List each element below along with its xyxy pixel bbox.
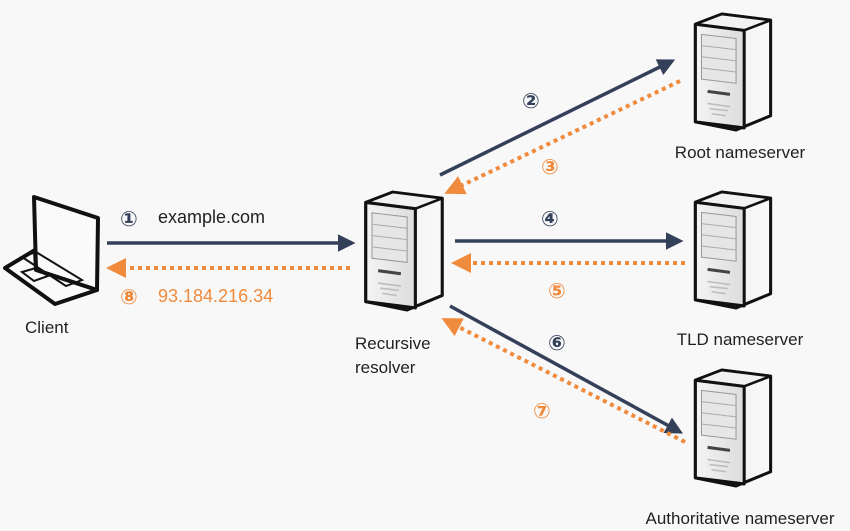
arrow-step-6 [449, 304, 684, 434]
step-3-number: ③ [541, 156, 559, 179]
resolver-label-line2: resolver [355, 358, 416, 377]
step-4-number: ④ [541, 208, 559, 231]
step-1-number: ① [120, 208, 138, 231]
step-1-query-label: example.com [158, 207, 265, 227]
arrow-step-2 [439, 59, 676, 177]
authoritative-nameserver-label: Authoritative nameserver [646, 509, 835, 528]
step-2-number: ② [522, 90, 540, 113]
laptop-icon [3, 195, 100, 306]
resolver-server-icon [364, 190, 444, 312]
root-server-icon [693, 12, 773, 132]
tld-server-icon [693, 190, 773, 310]
authoritative-server-icon [693, 368, 773, 488]
arrow-step-7 [441, 318, 686, 444]
step-5-number: ⑤ [548, 280, 566, 303]
step-8-answer-label: 93.184.216.34 [158, 286, 273, 306]
client-label: Client [25, 318, 69, 337]
root-nameserver-label: Root nameserver [675, 143, 806, 162]
arrow-step-3 [444, 79, 681, 195]
resolver-label-line1: Recursive [355, 334, 431, 353]
step-6-number: ⑥ [548, 332, 566, 355]
tld-nameserver-label: TLD nameserver [677, 330, 804, 349]
step-8-number: ⑧ [120, 286, 138, 309]
step-7-number: ⑦ [533, 400, 551, 423]
